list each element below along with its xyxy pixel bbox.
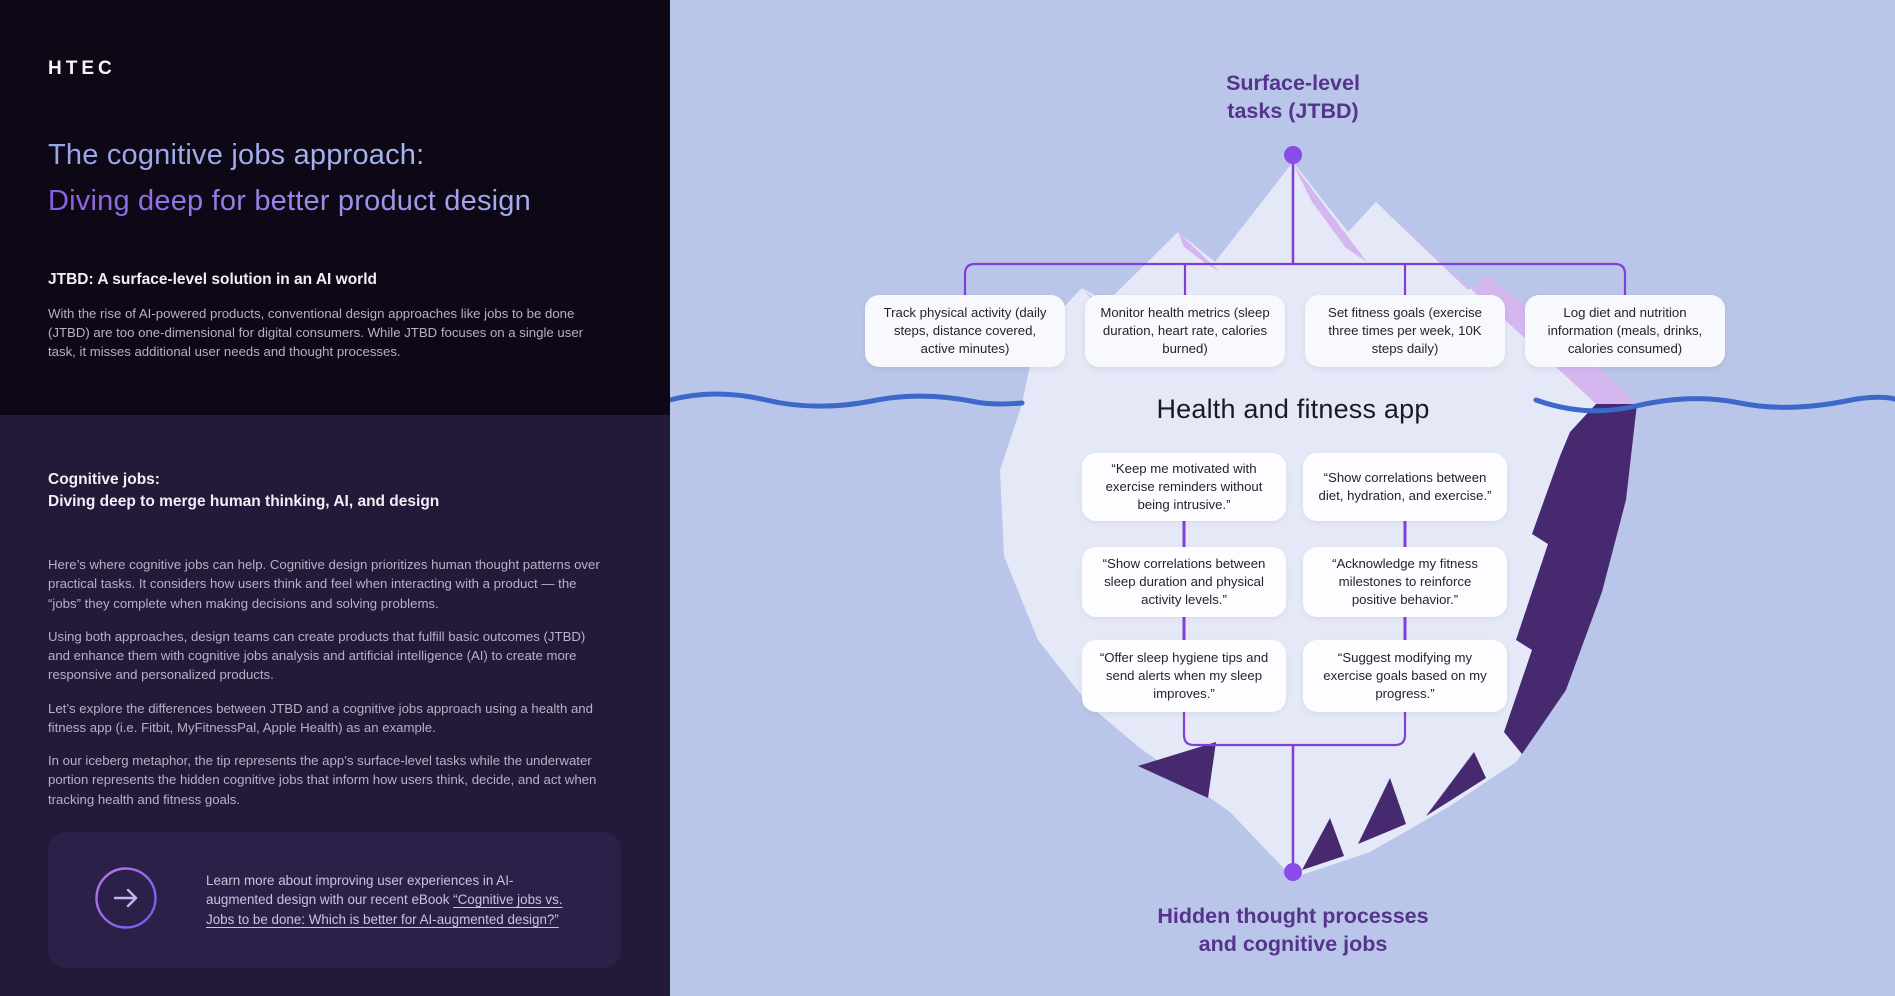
page-title-line1: The cognitive jobs approach: bbox=[48, 132, 612, 178]
jtbd-section-heading: JTBD: A surface-level solution in an AI … bbox=[48, 270, 377, 288]
cognitive-jobs-section: Cognitive jobs: Diving deep to merge hum… bbox=[0, 415, 670, 996]
iceberg-shadow bbox=[1302, 818, 1344, 870]
cognitive-jobs-paragraph: Here’s where cognitive jobs can help. Co… bbox=[48, 557, 600, 611]
htec-logo: HTEC bbox=[48, 58, 116, 79]
task-box: Set fitness goals (exercise three times … bbox=[1305, 295, 1505, 367]
ebook-cta-lead: Learn more about improving user experien… bbox=[206, 872, 514, 908]
cognitive-jobs-heading-line1: Cognitive jobs: bbox=[48, 471, 160, 488]
task-box: Track physical activity (daily steps, di… bbox=[865, 295, 1065, 367]
jtbd-section-body: With the rise of AI-powered products, co… bbox=[48, 305, 584, 360]
waterline-right bbox=[1533, 394, 1895, 414]
cognitive-jobs-paragraph: In our iceberg metaphor, the tip represe… bbox=[48, 753, 597, 807]
ebook-cta-text: Learn more about improving user experien… bbox=[206, 871, 566, 929]
top-bracket bbox=[963, 262, 1627, 296]
bottom-bracket bbox=[1182, 712, 1407, 747]
quote-box: “Offer sleep hygiene tips and send alert… bbox=[1082, 640, 1286, 712]
arrow-right-circle-icon bbox=[94, 866, 158, 935]
cognitive-jobs-heading-line2: Diving deep to merge human thinking, AI,… bbox=[48, 493, 440, 510]
bottom-node-dot bbox=[1284, 863, 1302, 881]
ebook-cta-card: Learn more about improving user experien… bbox=[48, 832, 621, 968]
iceberg-highlight bbox=[1178, 232, 1220, 272]
iceberg-shadow bbox=[1426, 752, 1486, 816]
iceberg-highlight bbox=[1293, 164, 1367, 262]
quote-box: “Keep me motivated with exercise reminde… bbox=[1082, 453, 1286, 521]
cognitive-jobs-paragraph: Let’s explore the differences between JT… bbox=[48, 700, 593, 735]
ebook-link[interactable]: “Cognitive jobs vs. Jobs to be done: Whi… bbox=[206, 892, 563, 927]
quote-box: “Show correlations between diet, hydrati… bbox=[1303, 453, 1507, 521]
quote-box: “Show correlations between sleep duratio… bbox=[1082, 547, 1286, 617]
left-text-panel: HTEC The cognitive jobs approach: Diving… bbox=[0, 0, 670, 996]
top-node-dot bbox=[1284, 146, 1302, 164]
iceberg-shadow bbox=[1358, 778, 1406, 844]
cognitive-jobs-heading: Cognitive jobs: Diving deep to merge hum… bbox=[48, 469, 612, 513]
quote-box: “Acknowledge my fitness milestones to re… bbox=[1303, 547, 1507, 617]
intro-section: HTEC The cognitive jobs approach: Diving… bbox=[0, 0, 670, 415]
task-box: Log diet and nutrition information (meal… bbox=[1525, 295, 1725, 367]
cognitive-jobs-paragraph: Using both approaches, design teams can … bbox=[48, 628, 586, 683]
app-title: Health and fitness app bbox=[1156, 394, 1430, 424]
iceberg-shadow bbox=[1504, 404, 1637, 754]
waterline-left bbox=[670, 391, 1025, 409]
iceberg-shadow bbox=[1138, 742, 1216, 798]
surface-tasks-label: Surface-level tasks (JTBD) bbox=[1226, 71, 1360, 123]
quote-box: “Suggest modifying my exercise goals bas… bbox=[1303, 640, 1507, 712]
page-title-line2: Diving deep for better product design bbox=[48, 178, 612, 224]
iceberg-diagram: Surface-level tasks (JTBD) Hidden though… bbox=[670, 0, 1895, 996]
hidden-jobs-label: Hidden thought processes and cognitive j… bbox=[1157, 904, 1429, 956]
task-box: Monitor health metrics (sleep duration, … bbox=[1085, 295, 1285, 367]
page-title: The cognitive jobs approach: Diving deep… bbox=[48, 132, 612, 225]
